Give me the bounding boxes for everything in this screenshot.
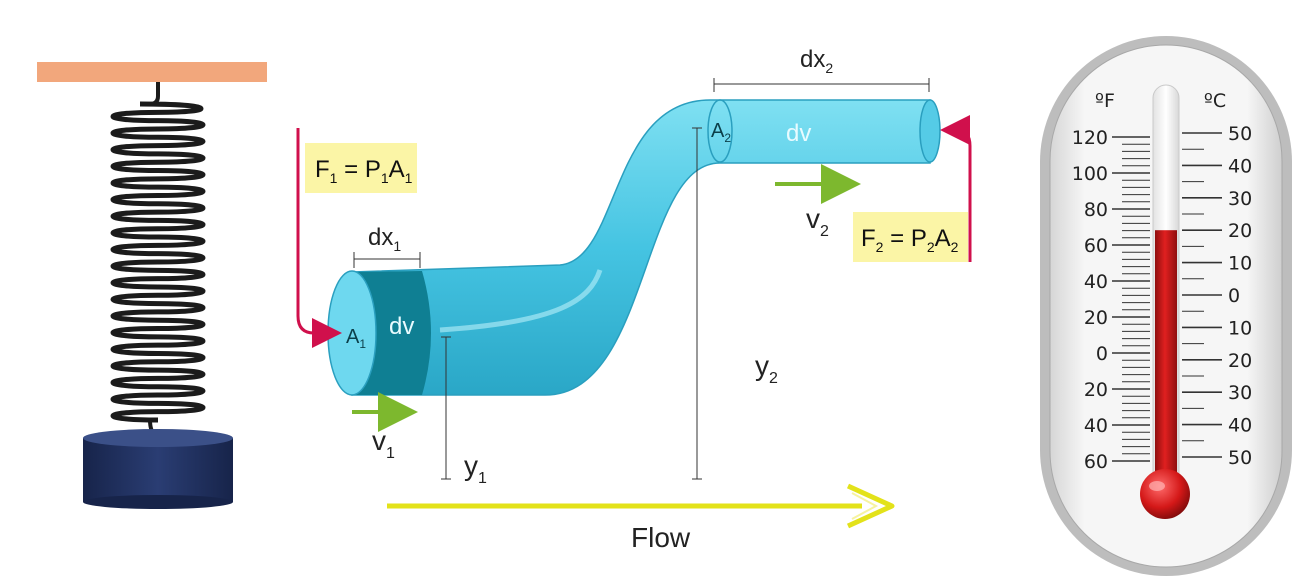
bernoulli-pipe-diagram: F1 = P1A1 F2 = P2A2 dx1 dx2 A1 A2 dv dv …	[296, 46, 972, 553]
hanging-mass	[83, 429, 233, 509]
pipe-area2-ring	[707, 99, 733, 163]
y1-label: y1	[464, 450, 487, 487]
height-lines	[441, 127, 702, 480]
fahrenheit-tick-label: 20	[1084, 379, 1108, 401]
fahrenheit-tick-label: 20	[1084, 307, 1108, 329]
fahrenheit-tick-label: 60	[1084, 451, 1108, 473]
celsius-tick-label: 50	[1228, 123, 1252, 145]
fahrenheit-tick-label: 40	[1084, 415, 1108, 437]
mercury-column	[1155, 230, 1177, 494]
fahrenheit-tick-label: 120	[1072, 127, 1108, 149]
celsius-tick-label: 10	[1228, 317, 1252, 339]
force-out-label: F2 = P2A2	[861, 225, 959, 255]
force-in-label-box	[305, 143, 417, 193]
dv1-label: dv	[389, 313, 414, 340]
celsius-tick-label: 40	[1228, 415, 1252, 437]
ceiling-bar	[37, 62, 267, 82]
fahrenheit-tick-label: 60	[1084, 235, 1108, 257]
area2-label: A2	[711, 120, 731, 145]
dx1-label: dx1	[368, 224, 401, 254]
celsius-tick-label: 30	[1228, 382, 1252, 404]
pipe-highlight	[439, 269, 603, 333]
v2-label: v2	[806, 203, 829, 240]
dv2-label: dv	[786, 120, 811, 147]
celsius-unit-label: ºC	[1204, 90, 1226, 112]
force-arrow-out	[940, 115, 972, 262]
spring-coil-path	[110, 101, 206, 423]
pipe-body	[351, 99, 931, 396]
flow-arrow	[387, 483, 895, 529]
celsius-tick-label: 30	[1228, 188, 1252, 210]
spring-mass-system	[37, 62, 267, 509]
celsius-tick-label: 40	[1228, 155, 1252, 177]
area1-label: A1	[346, 326, 366, 351]
celsius-tick-label: 20	[1228, 350, 1252, 372]
dx1-dimension	[353, 252, 421, 268]
celsius-tick-label: 20	[1228, 220, 1252, 242]
fahrenheit-tick-label: 80	[1084, 199, 1108, 221]
force-out-label-box	[853, 212, 968, 262]
bulb-shine	[1149, 481, 1165, 491]
spring-coil	[110, 101, 206, 423]
dx2-dimension	[713, 78, 930, 92]
pipe-outlet-face	[919, 99, 941, 163]
fahrenheit-unit-label: ºF	[1095, 90, 1115, 112]
v1-label: v1	[372, 425, 395, 462]
y2-label: y2	[755, 350, 778, 387]
force-arrow-in	[296, 128, 342, 348]
flow-label: Flow	[631, 522, 691, 553]
spring-top-hook	[140, 82, 160, 106]
fahrenheit-tick-label: 0	[1096, 343, 1108, 365]
celsius-tick-label: 10	[1228, 253, 1252, 275]
fahrenheit-scale: 120 100 80 60 40 20 0 20 40 60	[1072, 127, 1150, 473]
mercury-bulb	[1140, 469, 1190, 519]
dx2-label: dx2	[800, 46, 833, 76]
celsius-scale: 50 40 30 20 10 0 10 20 30 40 50	[1182, 123, 1252, 469]
force-in-label: F1 = P1A1	[315, 156, 413, 186]
fahrenheit-tick-label: 40	[1084, 271, 1108, 293]
fahrenheit-tick-label: 100	[1072, 163, 1108, 185]
celsius-tick-label: 50	[1228, 447, 1252, 469]
celsius-tick-label: 0	[1228, 285, 1240, 307]
